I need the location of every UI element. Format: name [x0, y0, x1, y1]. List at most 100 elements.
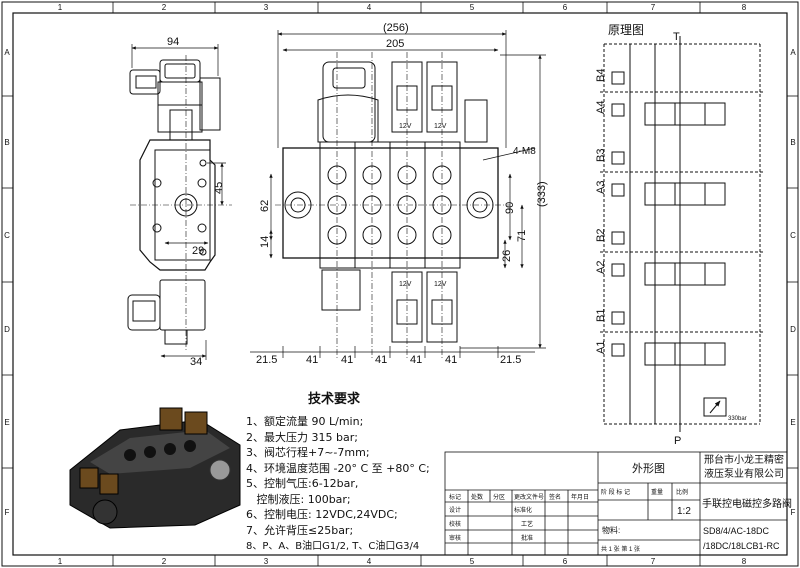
port-A3: A3	[595, 181, 607, 194]
row-label-2: 校核	[449, 520, 461, 528]
svg-text:B: B	[790, 138, 795, 147]
requirement-item: 6、控制电压: 12VDC,24VDC;	[246, 508, 398, 521]
port-B2: B2	[595, 229, 607, 242]
front-dim-bottom-7: 21.5	[500, 354, 521, 366]
relief-label: 330bar	[728, 416, 747, 422]
title-block	[444, 451, 788, 556]
frame-labels: 1 2 3 4 5 6 7 8 1 2 3 4 5 6 7 8 A B C D …	[4, 3, 796, 566]
requirement-item: 8、P、A、B油口G1/2, T、C油口G3/4	[246, 541, 420, 552]
svg-text:8: 8	[742, 3, 747, 12]
company-line1: 邢台市小龙王精密	[704, 453, 784, 466]
svg-text:F: F	[5, 508, 10, 517]
svg-text:E: E	[4, 418, 9, 427]
port-B1: B1	[595, 309, 607, 322]
front-dim-bottom-4: 41	[375, 354, 387, 366]
svg-text:C: C	[790, 231, 796, 240]
svg-text:A: A	[4, 48, 10, 57]
front-dim-62: 62	[259, 200, 271, 212]
svg-text:D: D	[4, 325, 10, 334]
port-B3: B3	[595, 149, 607, 162]
front-dim-overall: (256)	[383, 22, 409, 34]
port-T: T	[673, 31, 680, 43]
port-P: P	[674, 435, 681, 447]
front-dim-bottom-1: 21.5	[256, 354, 277, 366]
stage-header: 阶 段 标 记	[601, 488, 630, 496]
front-coil-label-1: 12V	[399, 123, 412, 130]
svg-text:8: 8	[742, 557, 747, 566]
requirements-block: 技术要求 1、额定流量 90 L/min; 2、最大压力 315 bar; 3、…	[246, 388, 446, 553]
mid-label-3: 批准	[521, 534, 533, 542]
svg-text:A: A	[790, 48, 796, 57]
front-spools	[327, 165, 452, 245]
mid-label-2: 工艺	[521, 520, 533, 528]
front-dim-bottom-6: 41	[445, 354, 457, 366]
row-label-1: 设计	[449, 506, 461, 514]
svg-text:E: E	[790, 418, 795, 427]
header-cell-5: 签名	[549, 493, 561, 501]
side-dim-width: 94	[167, 36, 179, 48]
svg-text:6: 6	[563, 3, 568, 12]
port-A2: A2	[595, 261, 607, 274]
title-block-text: 外形图 邢台市小龙王精密 液压泵业有限公司 手联控电磁控多路阀 SD8/4/AC…	[449, 453, 792, 553]
svg-text:B: B	[4, 138, 9, 147]
svg-text:1: 1	[58, 3, 63, 12]
svg-text:4: 4	[367, 3, 372, 12]
front-dim-height: (333)	[536, 181, 548, 207]
side-dim-29: 29	[192, 245, 204, 257]
svg-text:D: D	[790, 325, 796, 334]
header-cell-3: 分区	[493, 493, 505, 501]
svg-text:3: 3	[264, 3, 269, 12]
material-label: 物料:	[602, 525, 620, 535]
company-line2: 液压泵业有限公司	[704, 467, 784, 480]
svg-text:2: 2	[162, 3, 167, 12]
requirement-item: 5、控制气压:6-12bar,	[246, 477, 359, 490]
front-dim-bottom-2: 41	[306, 354, 318, 366]
svg-text:3: 3	[264, 557, 269, 566]
schematic	[600, 36, 765, 432]
header-cell-4: 更改文件号	[514, 493, 544, 501]
front-coil-label-2: 12V	[434, 123, 447, 130]
front-coil-label-4: 12V	[434, 281, 447, 288]
requirement-item: 1、额定流量 90 L/min;	[246, 415, 364, 428]
port-B4: B4	[595, 69, 607, 82]
front-dim-bottom-3: 41	[341, 354, 353, 366]
front-thread-label: 4-M8	[513, 146, 536, 157]
svg-text:C: C	[4, 231, 10, 240]
requirement-item: 4、环境温度范围 -20° C 至 +80° C;	[246, 461, 430, 475]
schematic-title: 原理图	[608, 23, 644, 37]
front-dim-14: 14	[259, 236, 271, 248]
front-dim-bottom-5: 41	[410, 354, 422, 366]
front-dim-71: 71	[516, 230, 528, 242]
product-name: 手联控电磁控多路阀	[702, 497, 792, 510]
port-A1: A1	[595, 341, 607, 354]
requirement-item: 3、阀芯行程+7~-7mm;	[246, 446, 370, 459]
port-A4: A4	[595, 101, 607, 114]
model-line1: SD8/4/AC-18DC	[703, 526, 770, 536]
product-render	[69, 407, 241, 529]
svg-text:1: 1	[58, 557, 63, 566]
svg-text:7: 7	[651, 3, 656, 12]
scale-header: 比例	[676, 488, 688, 496]
side-dim-34: 34	[190, 356, 202, 368]
header-cell-1: 标记	[449, 493, 461, 501]
model-line2: /18DC/18LCB1-RC	[703, 541, 780, 551]
header-cell-6: 年月日	[571, 493, 589, 501]
mid-label-1: 标准化	[514, 506, 532, 514]
drawing-type: 外形图	[632, 462, 665, 475]
requirement-item: 7、允许背压≤25bar;	[246, 523, 354, 537]
requirement-item: 2、最大压力 315 bar;	[246, 430, 358, 444]
front-dim-90: 90	[504, 202, 516, 214]
svg-text:7: 7	[651, 557, 656, 566]
row-label-3: 审核	[449, 534, 461, 542]
requirement-item: 控制液压: 100bar;	[246, 492, 351, 506]
svg-text:2: 2	[162, 557, 167, 566]
svg-text:4: 4	[367, 557, 372, 566]
header-cell-2: 处数	[471, 493, 483, 501]
front-dim-body: 205	[386, 38, 404, 50]
side-dim-45: 45	[213, 182, 225, 194]
side-view	[127, 44, 232, 360]
svg-text:5: 5	[470, 3, 475, 12]
svg-text:F: F	[791, 508, 796, 517]
